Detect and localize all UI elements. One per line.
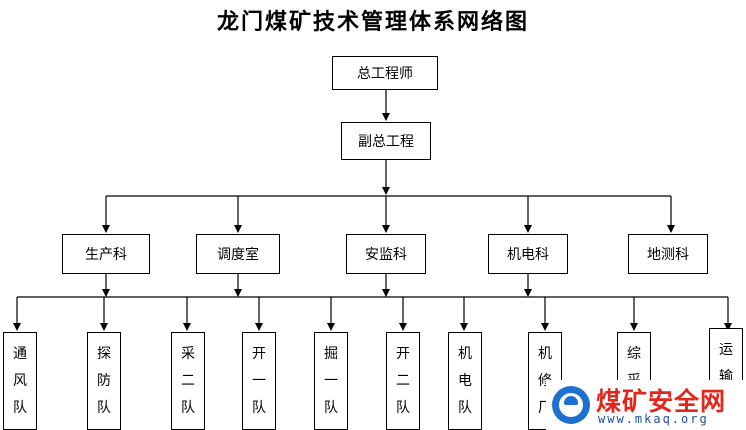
team-box-ventilation: 通 风 队 <box>3 332 37 430</box>
team-char: 队 <box>458 400 472 416</box>
team-char: 通 <box>13 346 27 362</box>
team-char: 二 <box>396 373 410 389</box>
department-box-survey: 地测科 <box>628 234 708 274</box>
team-box-exploration: 探 防 队 <box>87 332 121 430</box>
team-char: 防 <box>97 373 111 389</box>
department-label: 生产科 <box>85 247 127 263</box>
team-box-electromechanical: 机 电 队 <box>448 332 482 430</box>
deputy-engineer-label: 副总工程 <box>358 134 414 150</box>
team-char: 队 <box>324 400 338 416</box>
department-box-electromechanical: 机电科 <box>488 234 568 274</box>
team-char: 队 <box>181 400 195 416</box>
team-char: 队 <box>396 400 410 416</box>
team-char: 采 <box>181 346 195 362</box>
team-char: 综 <box>627 346 641 362</box>
department-box-dispatch: 调度室 <box>196 234 280 274</box>
team-char: 二 <box>181 373 195 389</box>
chief-engineer-box: 总工程师 <box>332 56 438 90</box>
department-label: 地测科 <box>647 247 689 263</box>
team-char: 队 <box>97 400 111 416</box>
department-label: 调度室 <box>217 247 259 263</box>
watermark: 煤矿安全网 www.mkaq.org <box>546 380 746 430</box>
team-char: 运 <box>719 342 733 358</box>
department-label: 安监科 <box>365 247 407 263</box>
team-box-excavation-1: 掘 一 队 <box>314 332 348 430</box>
team-char: 开 <box>252 346 266 362</box>
team-char: 机 <box>458 346 472 362</box>
department-label: 机电科 <box>507 247 549 263</box>
team-char: 队 <box>13 400 27 416</box>
team-char: 队 <box>252 400 266 416</box>
team-box-development-1: 开 一 队 <box>242 332 276 430</box>
watermark-url: www.mkaq.org <box>598 412 709 426</box>
team-box-mining-2: 采 二 队 <box>171 332 205 430</box>
diagram-title: 龙门煤矿技术管理体系网络图 <box>216 9 529 35</box>
chief-engineer-label: 总工程师 <box>357 66 413 82</box>
team-box-development-2: 开 二 队 <box>386 332 420 430</box>
department-box-safety: 安监科 <box>346 234 426 274</box>
team-char: 开 <box>396 346 410 362</box>
team-char: 探 <box>97 346 111 362</box>
team-char: 机 <box>538 346 552 362</box>
team-char: 一 <box>324 373 338 389</box>
team-char: 掘 <box>324 346 338 362</box>
team-char: 电 <box>458 373 472 389</box>
helmet-logo-icon <box>552 386 590 424</box>
watermark-brand: 煤矿安全网 <box>596 387 727 416</box>
team-char: 一 <box>252 373 266 389</box>
deputy-engineer-box: 副总工程 <box>341 122 431 160</box>
team-char: 风 <box>13 373 27 389</box>
department-box-production: 生产科 <box>62 234 150 274</box>
